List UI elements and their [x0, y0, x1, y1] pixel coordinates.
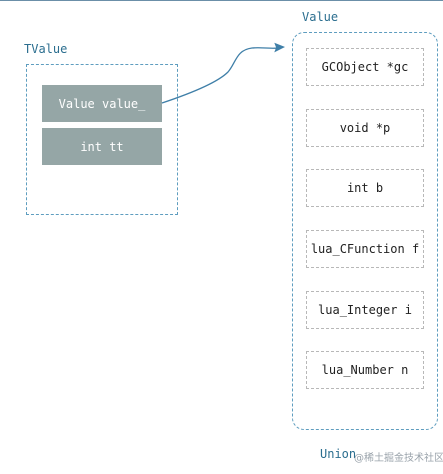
union-label: Union	[320, 447, 357, 461]
member-integer: lua_Integer i	[306, 291, 424, 329]
field-tt: int tt	[42, 128, 162, 165]
top-rule	[0, 0, 443, 1]
watermark: @稀土掘金技术社区	[354, 453, 443, 464]
value-pointer-arrow	[161, 47, 279, 104]
field-value: Value value_	[42, 85, 162, 122]
member-p: void *p	[306, 109, 424, 147]
tvalue-label: TValue	[24, 42, 68, 56]
arrowhead	[274, 42, 285, 53]
union-box	[292, 32, 438, 430]
member-gc: GCObject *gc	[306, 48, 424, 86]
member-b: int b	[306, 169, 424, 207]
member-number: lua_Number n	[306, 351, 424, 389]
tvalue-box	[26, 64, 178, 215]
member-cfunction: lua_CFunction f	[306, 230, 424, 268]
value-label: Value	[302, 10, 339, 24]
